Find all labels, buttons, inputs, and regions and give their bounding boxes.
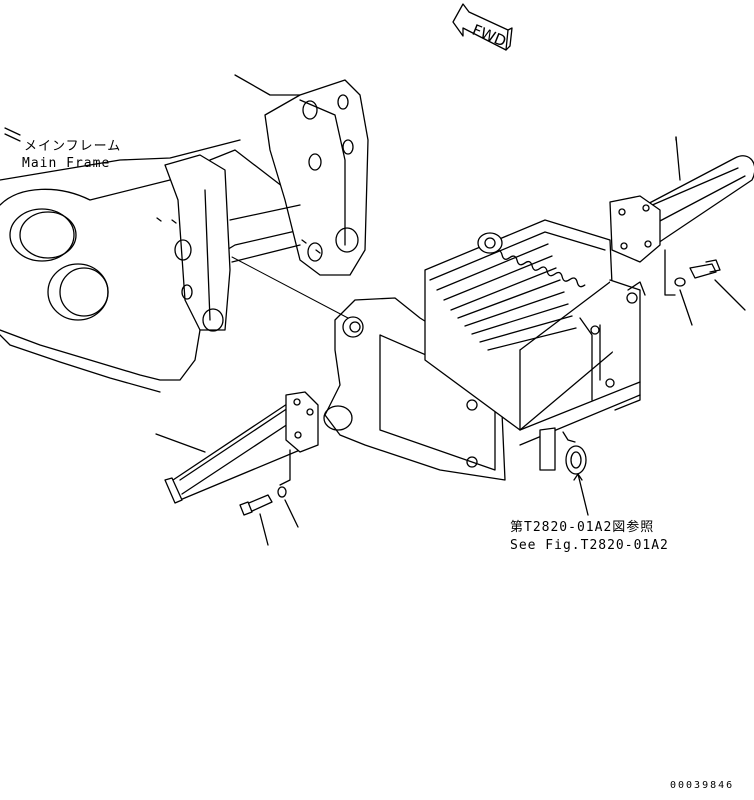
- main-frame-label-jp: メインフレーム: [24, 139, 122, 154]
- fwd-arrow-icon: FWD: [452, 3, 513, 51]
- main-frame-leader: [4, 127, 21, 142]
- bolt-washer-upper: [664, 249, 746, 326]
- main-frame-label-en: Main Frame: [22, 156, 111, 171]
- rear-bracket-tube: [609, 136, 754, 263]
- fwd-text: FWD: [470, 21, 509, 51]
- core-assembly: [424, 219, 646, 475]
- front-bracket-tube: [155, 391, 319, 504]
- alignment-line: [231, 256, 349, 319]
- bolt-washer-lower: [239, 449, 299, 546]
- reference-leader: [573, 473, 589, 516]
- main-frame: [0, 74, 369, 393]
- reference-label-en: See Fig.T2820-01A2: [510, 538, 669, 553]
- figure-code: 00039846: [670, 780, 735, 791]
- reference-label-jp: 第T2820-01A2図参照: [510, 520, 655, 535]
